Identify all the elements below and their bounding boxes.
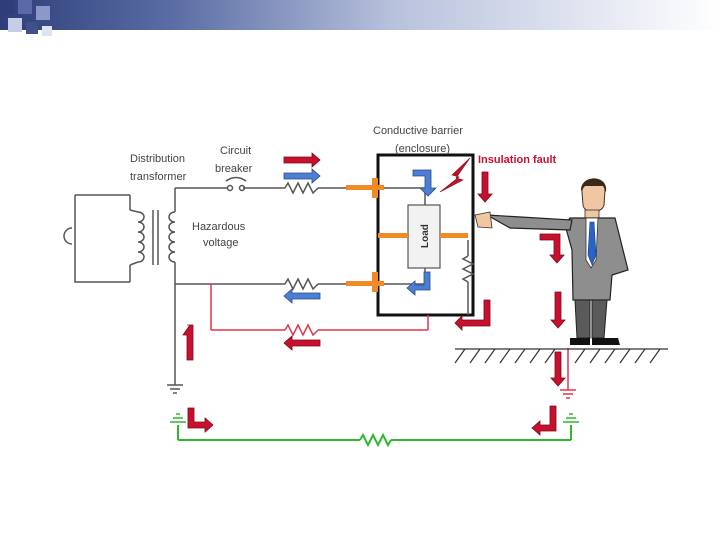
conductive-barrier-label-2: (enclosure) (395, 143, 450, 155)
primary-circuit (63, 194, 131, 283)
ground-symbol-icon (560, 389, 576, 399)
distribution-transformer-label-2: transformer (130, 171, 187, 183)
enclosure-internals (378, 187, 475, 315)
insulators (346, 178, 468, 292)
earth-return-path (177, 425, 572, 448)
fault-current-path (210, 284, 569, 390)
transformer-coil-icon (129, 209, 176, 266)
lightning-bolt-icon (439, 157, 471, 193)
load-label: Load (420, 224, 431, 248)
ground-symbol-icon (167, 384, 183, 394)
secondary-circuit (174, 187, 378, 385)
insulation-fault-label: Insulation fault (478, 154, 557, 166)
resistor-icon (284, 181, 319, 291)
distribution-transformer-label-1: Distribution (130, 153, 185, 165)
circuit-breaker-label-1: Circuit (220, 145, 251, 157)
normal-current-arrows (283, 168, 437, 304)
person-icon (474, 178, 629, 345)
load-box (407, 204, 441, 269)
title-bar (0, 0, 720, 30)
hazardous-voltage-label-1: Hazardous (192, 221, 246, 233)
circuit-breaker (225, 176, 247, 192)
ground-symbol-icon (170, 413, 579, 423)
circuit-breaker-label-2: breaker (215, 163, 253, 175)
corner-decoration (0, 0, 60, 50)
hazardous-voltage-label-2: voltage (203, 237, 238, 249)
fault-current-arrows (182, 152, 566, 436)
ground-surface (454, 348, 668, 364)
conductive-barrier-label-1: Conductive barrier (373, 125, 463, 137)
